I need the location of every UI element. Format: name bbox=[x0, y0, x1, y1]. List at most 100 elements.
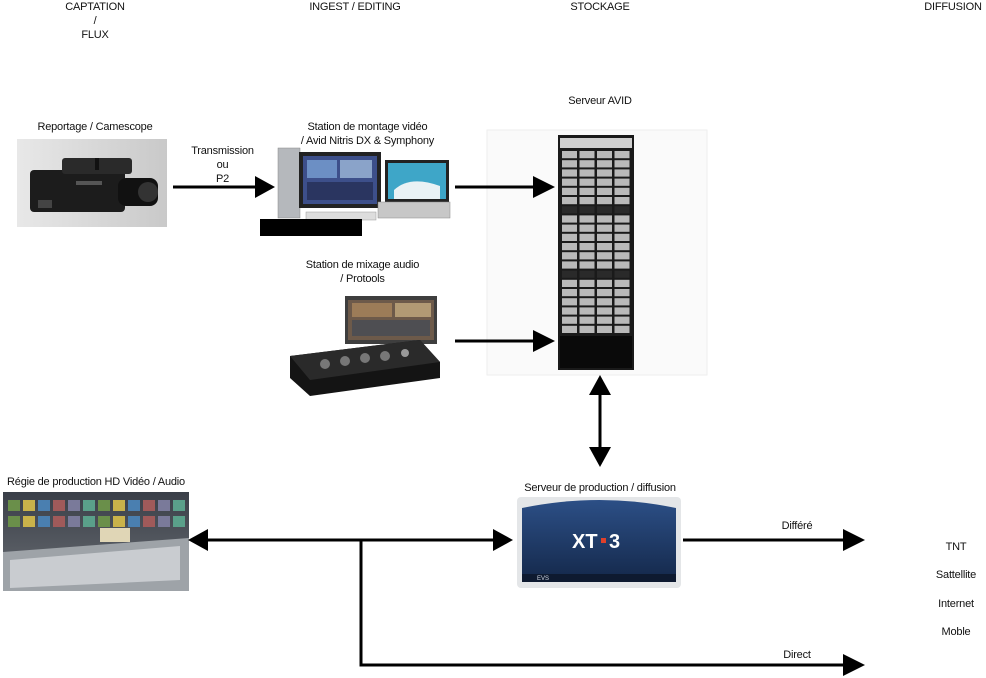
arrow-avid-xt3-bidirectional bbox=[589, 375, 611, 467]
rack-slot bbox=[579, 206, 595, 214]
regie-monitor bbox=[113, 500, 125, 511]
rack-slot bbox=[614, 206, 630, 214]
column-captation: CAPTATION / FLUX bbox=[65, 1, 125, 41]
rack-slot bbox=[562, 289, 577, 297]
direct-label: Direct bbox=[783, 649, 811, 661]
arrow-direct-branch bbox=[359, 540, 865, 676]
regie-monitor bbox=[128, 500, 140, 511]
rack-slot bbox=[597, 151, 612, 159]
rack-slot bbox=[614, 279, 630, 287]
rack-slot bbox=[614, 298, 630, 306]
camera-label: Reportage / Camescope bbox=[37, 121, 153, 133]
rack-slot bbox=[597, 279, 612, 287]
regie-monitor bbox=[143, 516, 155, 527]
rack-slot bbox=[614, 224, 630, 232]
rack-slot bbox=[562, 307, 577, 315]
regie-monitor bbox=[83, 500, 95, 511]
rack-slot bbox=[562, 215, 577, 223]
rack-slot bbox=[579, 243, 595, 251]
arrow-edit-to-avid bbox=[455, 176, 555, 198]
xt3-server-image bbox=[517, 497, 681, 588]
arrow-differe bbox=[683, 529, 865, 551]
regie-monitor bbox=[143, 500, 155, 511]
rack-slot bbox=[597, 197, 612, 205]
rack-slot bbox=[614, 197, 630, 205]
regie-monitor bbox=[38, 500, 50, 511]
rack-slot bbox=[614, 316, 630, 324]
camera-image bbox=[17, 139, 167, 227]
regie-monitor bbox=[68, 516, 80, 527]
rack-slot bbox=[579, 169, 595, 177]
regie-monitor bbox=[173, 500, 185, 511]
rack-slot bbox=[579, 279, 595, 287]
xt3-logo-number: 3 bbox=[609, 531, 620, 553]
rack-slot bbox=[562, 233, 577, 241]
xt3-logo-dot bbox=[601, 538, 606, 543]
rack-slot bbox=[579, 270, 595, 278]
rack-slot bbox=[597, 252, 612, 260]
rack-slot bbox=[579, 298, 595, 306]
rack-slot bbox=[614, 215, 630, 223]
rack-slot bbox=[614, 169, 630, 177]
regie-monitor bbox=[158, 516, 170, 527]
rack-slot bbox=[597, 224, 612, 232]
rack-slot bbox=[597, 270, 612, 278]
output-satellite: Sattellite bbox=[935, 569, 977, 581]
rack-slot bbox=[597, 243, 612, 251]
rack-slot bbox=[579, 252, 595, 260]
rack-slot bbox=[597, 169, 612, 177]
regie-monitor bbox=[53, 500, 65, 511]
rack-slot bbox=[579, 224, 595, 232]
differe-label: Différé bbox=[781, 520, 813, 532]
column-stockage: STOCKAGE bbox=[570, 1, 630, 13]
rack-slot bbox=[614, 243, 630, 251]
rack-slot bbox=[579, 261, 595, 269]
rack-slot bbox=[597, 261, 612, 269]
rack-slot bbox=[579, 233, 595, 241]
regie-monitor bbox=[98, 516, 110, 527]
rack-slot bbox=[562, 169, 577, 177]
rack-slot bbox=[562, 325, 577, 333]
regie-monitor bbox=[173, 516, 185, 527]
regie-monitor bbox=[83, 516, 95, 527]
regie-monitor bbox=[113, 516, 125, 527]
rack-slot bbox=[562, 160, 577, 168]
rack-slot bbox=[614, 289, 630, 297]
rack-slot bbox=[562, 261, 577, 269]
regie-label: Régie de production HD Vidéo / Audio bbox=[7, 476, 185, 488]
rack-slot bbox=[579, 151, 595, 159]
rack-slot bbox=[597, 307, 612, 315]
arrow-regie-xt3-bidirectional bbox=[188, 529, 513, 551]
rack-slot bbox=[562, 243, 577, 251]
edit-station-image bbox=[260, 147, 451, 236]
column-ingest: INGEST / EDITING bbox=[309, 1, 401, 13]
rack-slot bbox=[562, 206, 577, 214]
arrow-camera-to-edit bbox=[173, 176, 275, 198]
xt3-logo-text: XT bbox=[572, 531, 598, 553]
evs-label: EVS bbox=[537, 576, 549, 582]
rack-slot bbox=[597, 206, 612, 214]
rack-slot bbox=[614, 151, 630, 159]
regie-image bbox=[3, 492, 189, 591]
audio-station-image bbox=[290, 296, 440, 396]
rack-slot bbox=[562, 298, 577, 306]
transmission-label: Transmission ou P2 bbox=[191, 145, 254, 185]
rack-slot bbox=[597, 289, 612, 297]
regie-monitor bbox=[128, 516, 140, 527]
regie-monitor bbox=[98, 500, 110, 511]
rack-slot bbox=[562, 178, 577, 186]
rack-slot bbox=[614, 233, 630, 241]
rack-slot bbox=[562, 270, 577, 278]
regie-monitor bbox=[68, 500, 80, 511]
regie-monitor bbox=[8, 516, 20, 527]
rack-slot bbox=[579, 215, 595, 223]
regie-monitor bbox=[23, 500, 35, 511]
rack-slot bbox=[562, 279, 577, 287]
rack-slot bbox=[562, 197, 577, 205]
rack-slot bbox=[614, 261, 630, 269]
rack-slot bbox=[579, 178, 595, 186]
rack-slot bbox=[597, 298, 612, 306]
regie-monitor bbox=[23, 516, 35, 527]
rack-slot bbox=[597, 187, 612, 195]
